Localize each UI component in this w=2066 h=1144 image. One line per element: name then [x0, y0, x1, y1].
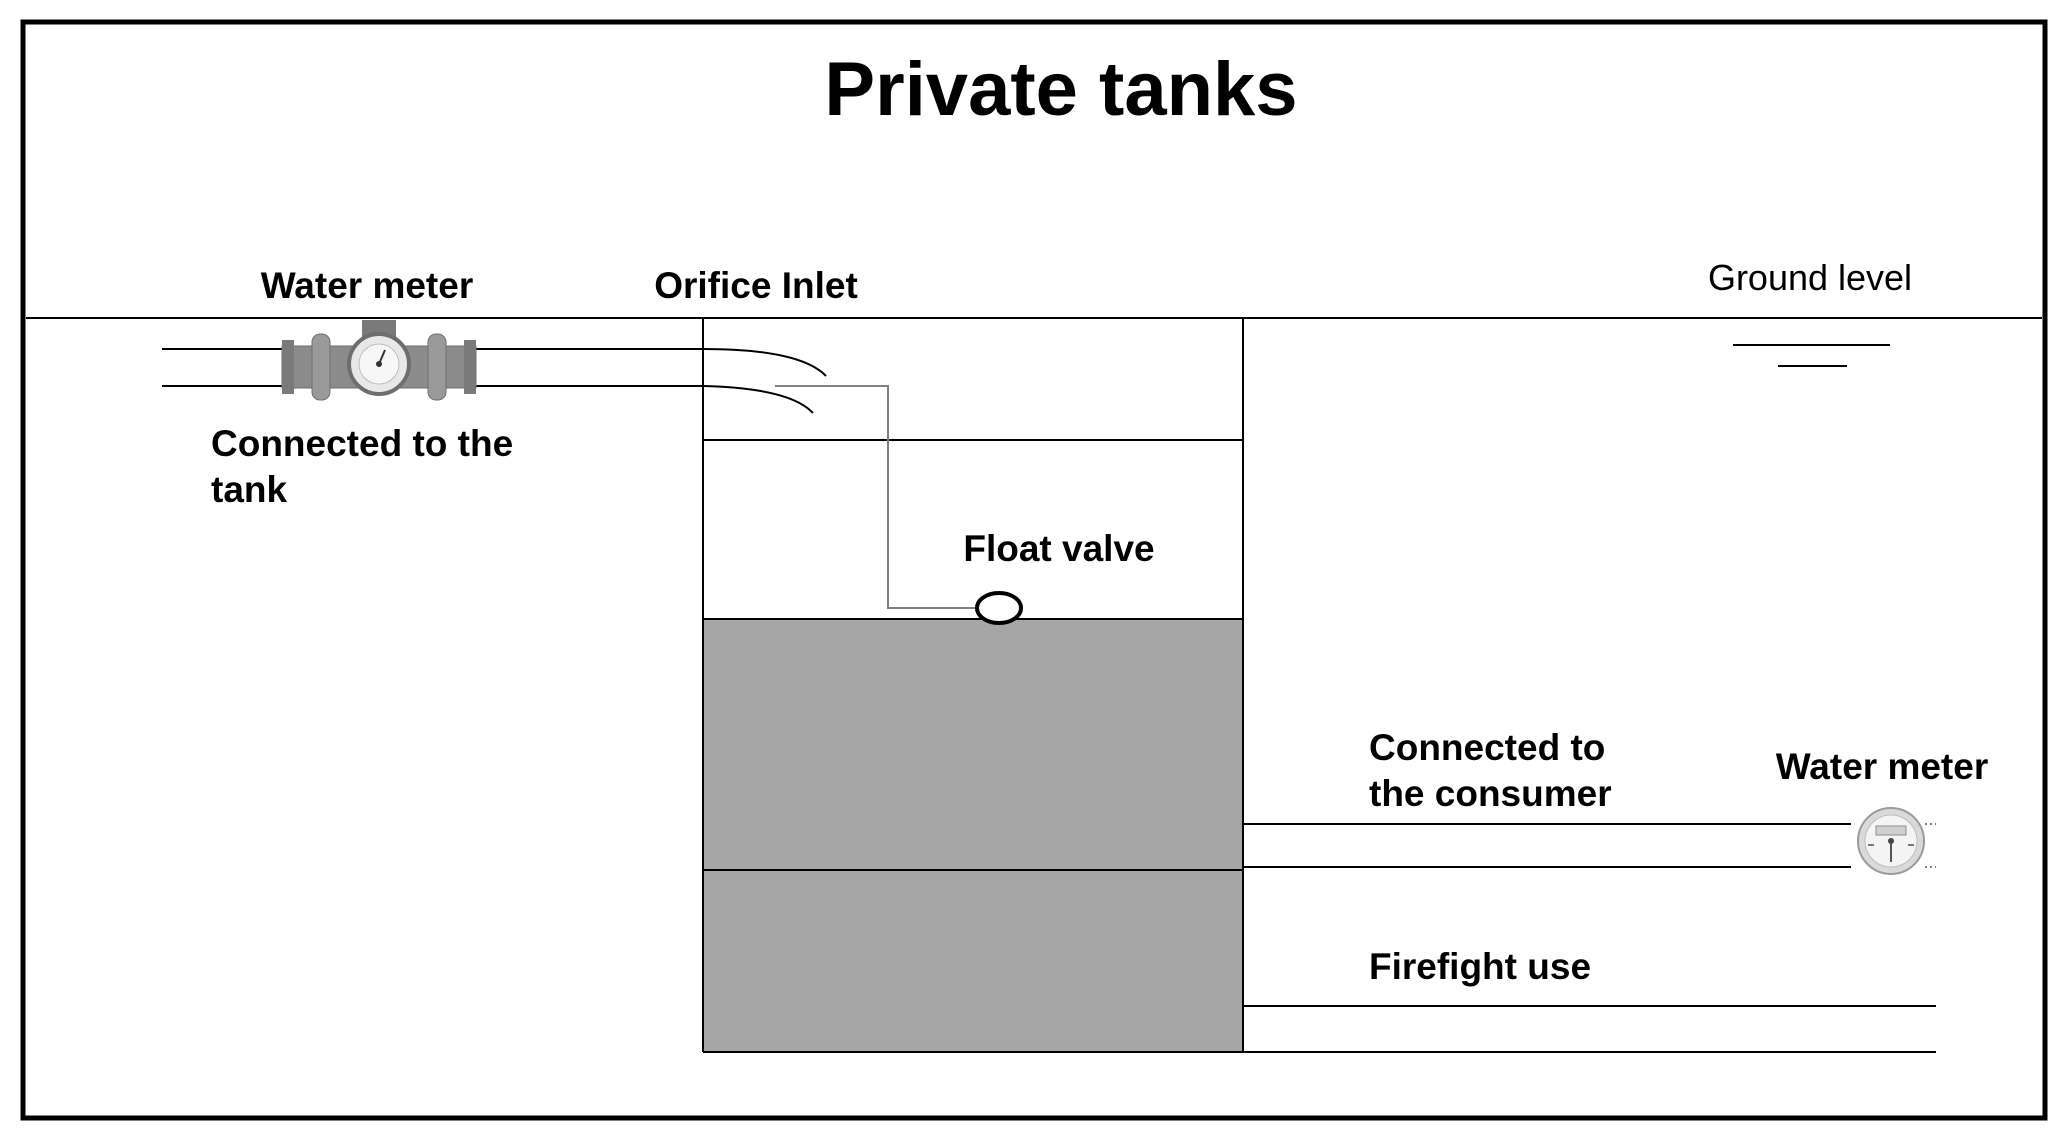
outlet-water-meter-label: Water meter [1776, 746, 1988, 787]
float-valve-label: Float valve [963, 528, 1154, 569]
float-valve-arm [775, 385, 978, 609]
firefight-use-label: Firefight use [1369, 946, 1591, 987]
inlet-water-meter-label: Water meter [261, 265, 473, 306]
dial-water-meter-icon [1857, 807, 1925, 875]
tank-water [703, 619, 1243, 1052]
orifice-curve-lower [702, 385, 814, 414]
float-ball [975, 591, 1023, 625]
inline-water-meter-icon [281, 320, 477, 401]
connected-consumer-label-line1: Connected to [1369, 727, 1605, 768]
connected-tank-label-line2: tank [211, 469, 288, 510]
connected-consumer-label-line2: the consumer [1369, 773, 1612, 814]
diagram-title: Private tanks [824, 47, 1297, 132]
outer-frame [20, 19, 2048, 1121]
ground-level-label: Ground level [1708, 257, 1912, 298]
orifice-inlet-label: Orifice Inlet [654, 265, 858, 306]
connected-tank-label-line1: Connected to the [211, 423, 513, 464]
orifice-curve-upper [702, 348, 827, 377]
